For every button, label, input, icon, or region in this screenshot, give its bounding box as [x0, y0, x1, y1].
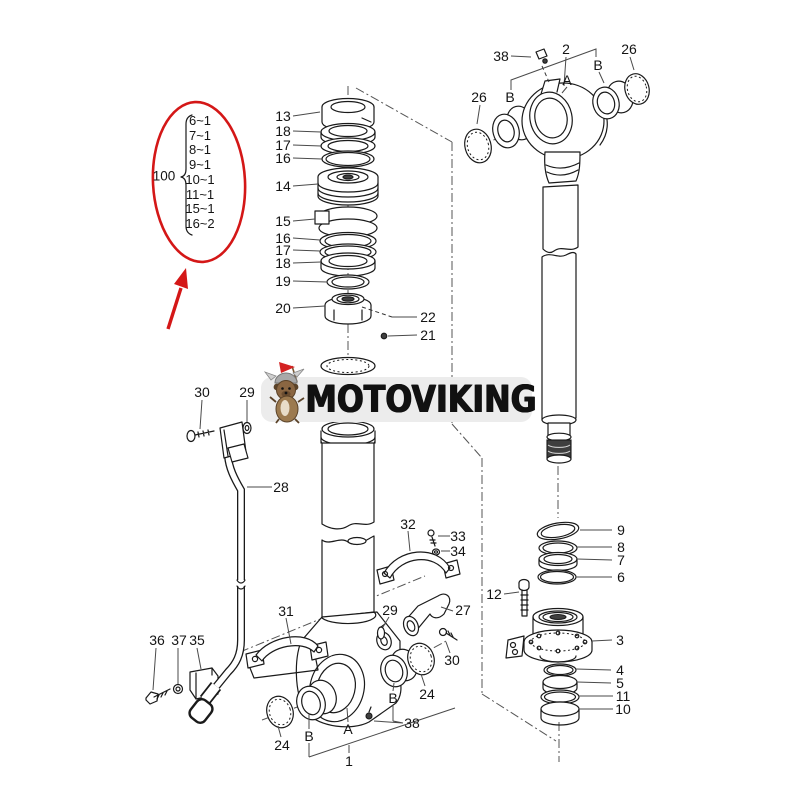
watermark-bar — [261, 377, 532, 422]
callout-group-label: 100 — [152, 168, 176, 184]
part-label-6-23: 6 — [617, 569, 625, 585]
part-label-10-29: 10 — [615, 701, 631, 717]
part-label-33-34: 33 — [450, 528, 466, 544]
part-label-18-1: 18 — [275, 123, 291, 139]
part-label-A-15: A — [562, 72, 572, 88]
part-label-8-21: 8 — [617, 539, 625, 555]
callout-item-4: 10~1 — [185, 171, 215, 187]
part-label-22-11: 22 — [420, 309, 436, 325]
part-label-30-38: 30 — [444, 652, 460, 668]
red-highlight-annotation — [151, 100, 247, 330]
part-label-12-24: 12 — [486, 586, 502, 602]
callout-item-2: 8~1 — [188, 142, 212, 158]
part-label-16-6: 16 — [275, 230, 291, 246]
callout-item-6: 15~1 — [185, 201, 215, 217]
part-label-B-18: B — [593, 57, 603, 73]
part-label-29-37: 29 — [382, 602, 398, 618]
part-label-14-4: 14 — [275, 178, 291, 194]
part-label-18-8: 18 — [275, 255, 291, 271]
part-label-36-40: 36 — [149, 632, 165, 648]
part-label-24-43: 24 — [274, 737, 290, 753]
callout-item-3: 9~1 — [188, 157, 212, 173]
piston-seal-stack — [314, 97, 393, 340]
part-label-26-19: 26 — [621, 41, 637, 57]
part-label-21-12: 21 — [420, 327, 436, 343]
part-label-1-46: 1 — [345, 753, 353, 769]
part-label-13-0: 13 — [275, 108, 291, 124]
part-label-2-14: 2 — [562, 41, 570, 57]
callout-item-1: 7~1 — [188, 127, 212, 143]
callout-item-5: 11~1 — [185, 186, 215, 202]
callout-item-0: 6~1 — [188, 113, 212, 128]
gland-and-seals — [505, 521, 593, 726]
part-label-B-48: B — [388, 690, 398, 706]
part-label-15-5: 15 — [275, 213, 291, 229]
viking-dog-logo-icon — [264, 362, 305, 424]
part-label-5-27: 5 — [616, 675, 624, 691]
part-label-29-31: 29 — [239, 384, 255, 400]
part-label-38-13: 38 — [493, 48, 509, 64]
part-label-28-32: 28 — [273, 479, 289, 495]
part-label-35-42: 35 — [189, 632, 205, 648]
cylinder-tube-assembly — [145, 356, 461, 729]
part-label-9-20: 9 — [617, 522, 625, 538]
pipe-and-clamp — [186, 421, 252, 724]
part-label-27-36: 27 — [455, 602, 471, 618]
part-label-4-26: 4 — [616, 662, 624, 678]
part-label-31-39: 31 — [278, 603, 294, 619]
part-label-30-30: 30 — [194, 384, 210, 400]
part-label-16-3: 16 — [275, 150, 291, 166]
part-label-26-17: 26 — [471, 89, 487, 105]
part-label-B-16: B — [505, 89, 515, 105]
watermark-text: MOTOVIKING — [305, 378, 537, 422]
leader-lines — [152, 48, 635, 758]
part-label-34-35: 34 — [450, 543, 466, 559]
part-label-B-44: B — [304, 728, 314, 744]
part-label-37-41: 37 — [171, 632, 187, 648]
part-label-11-28: 11 — [615, 688, 631, 704]
part-label-24-49: 24 — [419, 686, 435, 702]
part-label-19-9: 19 — [275, 273, 291, 289]
callout-item-7: 16~2 — [185, 215, 215, 231]
part-label-32-33: 32 — [400, 516, 416, 532]
part-label-17-7: 17 — [275, 242, 291, 258]
part-label-17-2: 17 — [275, 137, 291, 153]
rod-eye-assembly — [464, 48, 650, 464]
part-label-20-10: 20 — [275, 300, 291, 316]
part-label-7-22: 7 — [617, 552, 625, 568]
part-label-A-45: A — [343, 721, 353, 737]
part-label-38-47: 38 — [404, 715, 420, 731]
part-label-3-25: 3 — [616, 632, 624, 648]
